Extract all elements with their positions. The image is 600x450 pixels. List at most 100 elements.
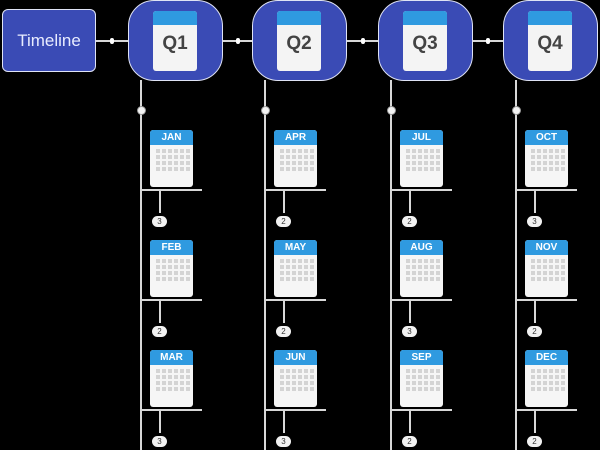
day-cell — [531, 155, 535, 159]
day-cell — [418, 259, 422, 263]
day-cell — [292, 381, 296, 385]
day-cell — [531, 277, 535, 281]
day-cell — [186, 167, 190, 171]
day-cell — [537, 149, 541, 153]
day-cell — [561, 277, 565, 281]
day-cell — [174, 271, 178, 275]
badge-stem — [159, 301, 161, 323]
day-cell — [156, 161, 160, 165]
day-cell — [310, 155, 314, 159]
day-cell — [168, 161, 172, 165]
day-cell — [561, 149, 565, 153]
day-cell — [412, 271, 416, 275]
day-cell — [162, 161, 166, 165]
day-cell — [292, 387, 296, 391]
day-cell — [156, 271, 160, 275]
day-cell — [180, 155, 184, 159]
day-cell — [436, 271, 440, 275]
day-cell — [162, 271, 166, 275]
day-cell — [430, 277, 434, 281]
day-cell — [436, 375, 440, 379]
day-cell — [168, 369, 172, 373]
quarter-label: Q2 — [286, 33, 312, 54]
day-cell — [298, 155, 302, 159]
month-label: DEC — [525, 350, 568, 365]
day-cell — [186, 277, 190, 281]
day-cell — [162, 259, 166, 263]
day-cell — [298, 277, 302, 281]
month-shelf — [390, 189, 452, 191]
day-cell — [162, 375, 166, 379]
day-cell — [549, 381, 553, 385]
day-cell — [286, 277, 290, 281]
day-cell — [549, 277, 553, 281]
day-cell — [549, 387, 553, 391]
day-cell — [543, 277, 547, 281]
badge-stem — [283, 411, 285, 433]
day-cell — [292, 271, 296, 275]
day-cell — [186, 387, 190, 391]
day-cell — [286, 387, 290, 391]
day-cell — [555, 375, 559, 379]
day-cell — [549, 265, 553, 269]
day-cell — [424, 161, 428, 165]
day-cell — [436, 387, 440, 391]
day-cell — [555, 271, 559, 275]
day-cell — [310, 161, 314, 165]
count-badge: 3 — [152, 216, 167, 227]
day-cell — [162, 277, 166, 281]
day-cell — [537, 271, 541, 275]
day-cell — [555, 167, 559, 171]
day-cell — [418, 161, 422, 165]
day-cell — [406, 271, 410, 275]
day-cell — [280, 149, 284, 153]
day-cell — [304, 369, 308, 373]
month-label: MAY — [274, 240, 317, 255]
day-cell — [549, 375, 553, 379]
day-cell — [156, 149, 160, 153]
day-cell — [156, 167, 160, 171]
day-cell — [174, 155, 178, 159]
month-calendar-icon: DEC — [525, 350, 568, 407]
quarter-box: Q3 — [378, 0, 473, 81]
day-cell — [531, 259, 535, 263]
day-cell — [543, 167, 547, 171]
day-cell — [412, 259, 416, 263]
day-cell — [162, 149, 166, 153]
day-cell — [561, 387, 565, 391]
timeline-node — [386, 106, 396, 115]
day-cell — [292, 375, 296, 379]
day-cell — [436, 277, 440, 281]
day-cell — [310, 277, 314, 281]
day-cell — [555, 149, 559, 153]
day-cell — [298, 265, 302, 269]
day-cell — [286, 155, 290, 159]
day-cell — [561, 155, 565, 159]
day-cell — [543, 375, 547, 379]
month-label: SEP — [400, 350, 443, 365]
calendar-header — [528, 11, 572, 25]
month-shelf — [264, 189, 326, 191]
count-badge: 3 — [527, 216, 542, 227]
day-cell — [561, 369, 565, 373]
day-cell — [304, 277, 308, 281]
badge-stem — [409, 191, 411, 213]
day-cell — [549, 155, 553, 159]
day-cell — [543, 259, 547, 263]
calendar-grid — [400, 145, 443, 175]
day-cell — [412, 265, 416, 269]
day-cell — [531, 381, 535, 385]
day-cell — [430, 265, 434, 269]
day-cell — [418, 265, 422, 269]
quarter-vertical-line — [264, 80, 266, 450]
day-cell — [286, 375, 290, 379]
day-cell — [406, 381, 410, 385]
day-cell — [543, 381, 547, 385]
calendar-grid — [150, 365, 193, 395]
calendar-header — [403, 11, 447, 25]
day-cell — [304, 149, 308, 153]
day-cell — [174, 259, 178, 263]
day-cell — [298, 381, 302, 385]
day-cell — [549, 149, 553, 153]
day-cell — [406, 369, 410, 373]
